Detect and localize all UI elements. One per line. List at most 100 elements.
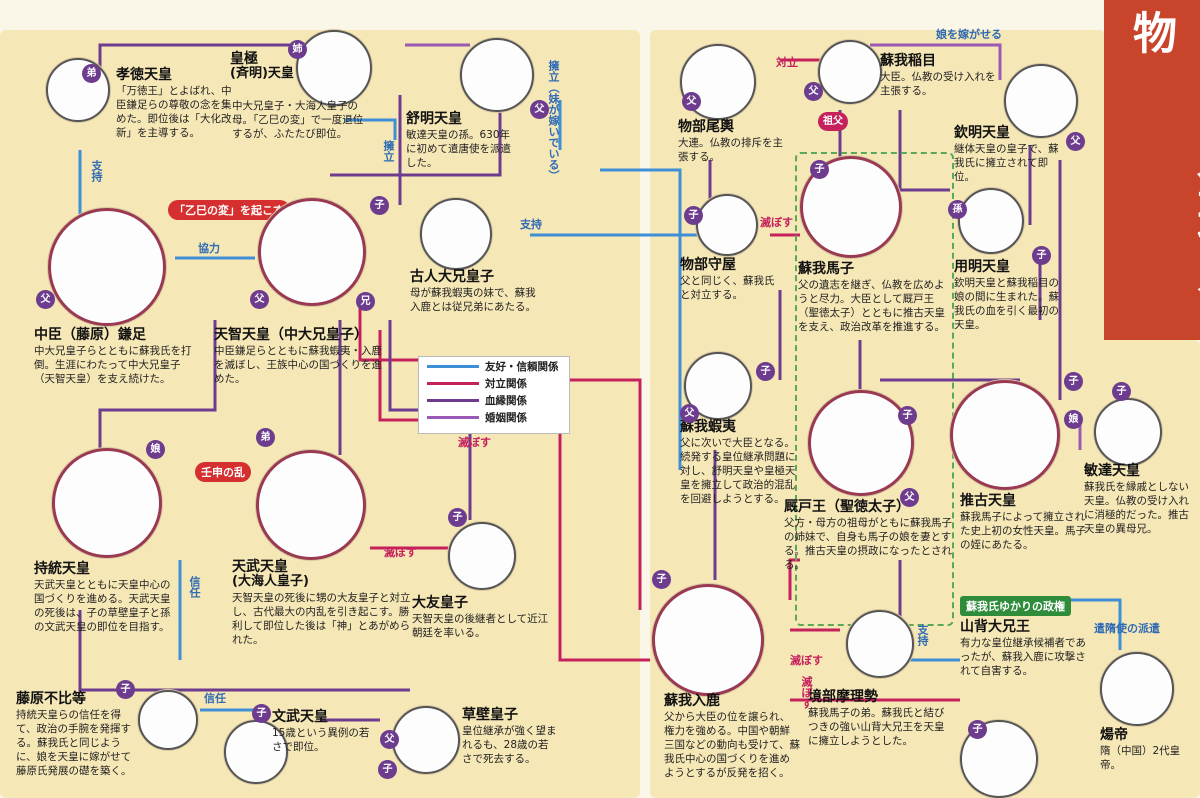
person-name: 草壁皇子 <box>462 707 518 723</box>
person-desc: 「万徳王」とよばれ、中臣鎌足らの尊敬の念を集めた。即位後は「大化改新」を主導する… <box>116 85 232 139</box>
legend-label: 対立関係 <box>485 378 527 390</box>
person-desc: 継体天皇の皇子で、蘇我氏に擁立されて即位。 <box>954 143 1059 184</box>
title-banner: おもな登場人物 <box>1104 0 1200 340</box>
tag-father: 父 <box>682 92 701 111</box>
card-monmu: 文武天皇 15歳という異例の若さで即位。 <box>272 709 372 755</box>
person-name: 孝徳天皇 <box>116 67 172 83</box>
person-name: 山背大兄王 <box>960 619 1030 635</box>
person-name: 皇極 <box>230 51 258 67</box>
card-tenmu: 天武天皇 (大海人皇子) 天智天皇の死後に甥の大友皇子と対立し、古代最大の内乱を… <box>232 559 412 648</box>
line-enthrone-kogyoku <box>345 118 397 140</box>
person-desc: 中大兄皇子・大海人皇子の母。「乙巳の変」で一度退位するが、ふたたび即位。 <box>232 100 364 140</box>
event-isshi: 「乙巳の変」を起こす <box>168 200 290 220</box>
portrait-iname <box>818 40 882 104</box>
card-iname: 蘇我稲目 大臣。仏教の受け入れを主張する。 <box>880 53 1000 99</box>
legend-label: 血縁関係 <box>485 395 527 407</box>
person-desc: 父と同じく、蘇我氏と対立する。 <box>680 275 775 302</box>
event-jinshin: 壬申の乱 <box>195 462 251 482</box>
person-name: 煬帝 <box>1100 727 1128 743</box>
person-name: 厩戸王（聖徳太子） <box>784 499 910 515</box>
label-support: 支持 <box>90 160 103 182</box>
tag-child: 子 <box>968 720 987 739</box>
card-kinmei: 欽明天皇 継体天皇の皇子で、蘇我氏に擁立されて即位。 <box>954 125 1066 185</box>
person-desc: 父方・母方の祖母がともに蘇我馬子の姉妹で、自身も馬子の娘を妻とする。推古天皇の摂… <box>784 517 952 571</box>
label-enthrone-kogyoku: 擁立 <box>382 140 395 162</box>
portrait-tenji <box>258 198 366 306</box>
portrait-kinmei <box>1004 64 1078 138</box>
tag-child: 子 <box>898 406 917 425</box>
portrait-kamatari <box>48 208 166 326</box>
portrait-tenmu <box>256 450 366 560</box>
person-desc: 蘇我馬子によって擁立された史上初の女性天皇。馬子の姪にあたる。 <box>960 511 1086 552</box>
person-name: 蘇我馬子 <box>798 261 854 277</box>
card-suiko: 推古天皇 蘇我馬子によって擁立された史上初の女性天皇。馬子の姪にあたる。 <box>960 493 1086 553</box>
person-desc: 蘇我馬子の弟。蘇我氏と結びつきの強い山背大兄王を天皇に擁立しようとした。 <box>808 707 945 748</box>
tag-child: 子 <box>756 362 775 381</box>
person-name: 藤原不比等 <box>16 691 86 707</box>
card-yodai: 煬帝 隋（中国）2代皇帝。 <box>1100 727 1196 773</box>
portrait-suiko <box>950 380 1060 490</box>
person-name: 境部摩理勢 <box>808 689 878 705</box>
label-destroy-moriya: 滅ぼす <box>760 216 793 229</box>
tag-sister: 姉 <box>288 40 307 59</box>
portrait-bidatsu <box>1094 398 1162 466</box>
label-enthrone-jomei: 擁立（妹が嫁いでいる） <box>547 60 560 181</box>
person-desc: 天武天皇とともに天皇中心の国づくりを進める。天武天皇の死後は、子の草壁皇子と孫の… <box>34 579 171 633</box>
card-kotoku: 孝徳天皇 「万徳王」とよばれ、中臣鎌足らの尊敬の念を集めた。即位後は「大化改新」… <box>116 67 236 141</box>
card-kusakabe: 草壁皇子 皇位継承が強く望まれるも、28歳の若さで死去する。 <box>462 707 558 767</box>
person-name: 欽明天皇 <box>954 125 1010 141</box>
soga-regime-label: 蘇我氏ゆかりの政権 <box>960 596 1071 616</box>
card-yamashiro: 山背大兄王 有力な皇位継承候補者であったが、蘇我入鹿に攻撃されて自害する。 <box>960 619 1090 679</box>
legend-item: 対立関係 <box>419 374 569 391</box>
person-desc: 15歳という異例の若さで即位。 <box>272 727 370 754</box>
legend: 友好・信頼関係 対立関係 血縁関係 婚姻関係 <box>418 356 570 434</box>
portrait-fuhito <box>138 690 198 750</box>
person-name: 物部守屋 <box>680 257 736 273</box>
tag-child: 子 <box>252 704 271 723</box>
card-fuhito: 藤原不比等 持統天皇らの信任を得て、政治の手腕を発揮する。蘇我氏と同じように、娘… <box>16 691 138 779</box>
portrait-jomei <box>460 38 534 112</box>
person-desc: 大臣。仏教の受け入れを主張する。 <box>880 71 996 98</box>
label-trust-monmu: 信任 <box>204 692 226 705</box>
person-desc: 天智天皇の後継者として近江朝廷を率いる。 <box>412 613 549 640</box>
line-jomei-tenji <box>330 110 502 177</box>
person-desc: 敏達天皇の孫。630年に初めて遣唐使を派遣した。 <box>406 129 511 170</box>
person-name: 敏達天皇 <box>1084 463 1140 479</box>
card-jomei: 舒明天皇 敏達天皇の孫。630年に初めて遣唐使を派遣した。 <box>406 111 516 171</box>
tag-child: 子 <box>378 760 397 779</box>
tag-father: 父 <box>804 82 823 101</box>
portrait-kusakabe <box>392 706 460 774</box>
portrait-furuhito <box>420 198 492 270</box>
card-kamatari: 中臣（藤原）鎌足 中大兄皇子らとともに蘇我氏を打倒。生涯にわたって中大兄皇子（天… <box>34 327 194 387</box>
tag-father: 父 <box>680 404 699 423</box>
label-destroy-tenji: 滅ぼす <box>458 436 491 449</box>
line-iname-kinmei <box>870 43 1002 80</box>
tag-child: 子 <box>116 680 135 699</box>
person-desc: 大連。仏教の排斥を主張する。 <box>678 137 783 164</box>
label-envoy: 遣隋使の派遣 <box>1094 622 1160 635</box>
person-name-alt: (斉明)天皇 <box>230 66 294 82</box>
tag-child: 子 <box>448 508 467 527</box>
card-umayado: 厩戸王（聖徳太子） 父方・母方の祖母がともに蘇我馬子の姉妹で、自身も馬子の娘を妻… <box>784 499 954 573</box>
portrait-moriya <box>696 194 758 256</box>
label-destroy-otomo: 滅ぼす <box>384 546 417 559</box>
tag-father: 父 <box>1066 132 1085 151</box>
person-name: 大友皇子 <box>412 595 468 611</box>
card-emishi: 蘇我蝦夷 父に次いで大臣となる。続発する皇位継承問題に対し、舒明天皇や皇極天皇を… <box>680 419 804 507</box>
person-name: 持統天皇 <box>34 561 90 577</box>
person-desc: 父から大臣の位を譲られ、権力を強める。中国や朝鮮三国などの動向も受けて、蘇我氏中… <box>664 711 800 779</box>
tag-child: 子 <box>1112 382 1131 401</box>
label-destroy-marise: 滅ぼす <box>790 654 823 667</box>
legend-item: 血縁関係 <box>419 391 569 408</box>
person-name: 蘇我稲目 <box>880 53 936 69</box>
line-jomei-kotoku <box>600 168 682 470</box>
tag-child: 子 <box>652 570 671 589</box>
portrait-yodai <box>1100 652 1174 726</box>
portrait-yomei <box>958 188 1024 254</box>
person-desc: 父に次いで大臣となる。続発する皇位継承問題に対し、舒明天皇や皇極天皇を擁立して政… <box>680 437 796 505</box>
person-name: 中臣（藤原）鎌足 <box>34 327 146 343</box>
person-desc: 中臣鎌足らとともに蘇我蝦夷・入鹿を滅ぼし、王族中心の国づくりを進めた。 <box>214 345 382 386</box>
line-jito-kusakabe <box>78 610 410 692</box>
label-marry-daughter: 娘を嫁がせる <box>936 28 1002 41</box>
